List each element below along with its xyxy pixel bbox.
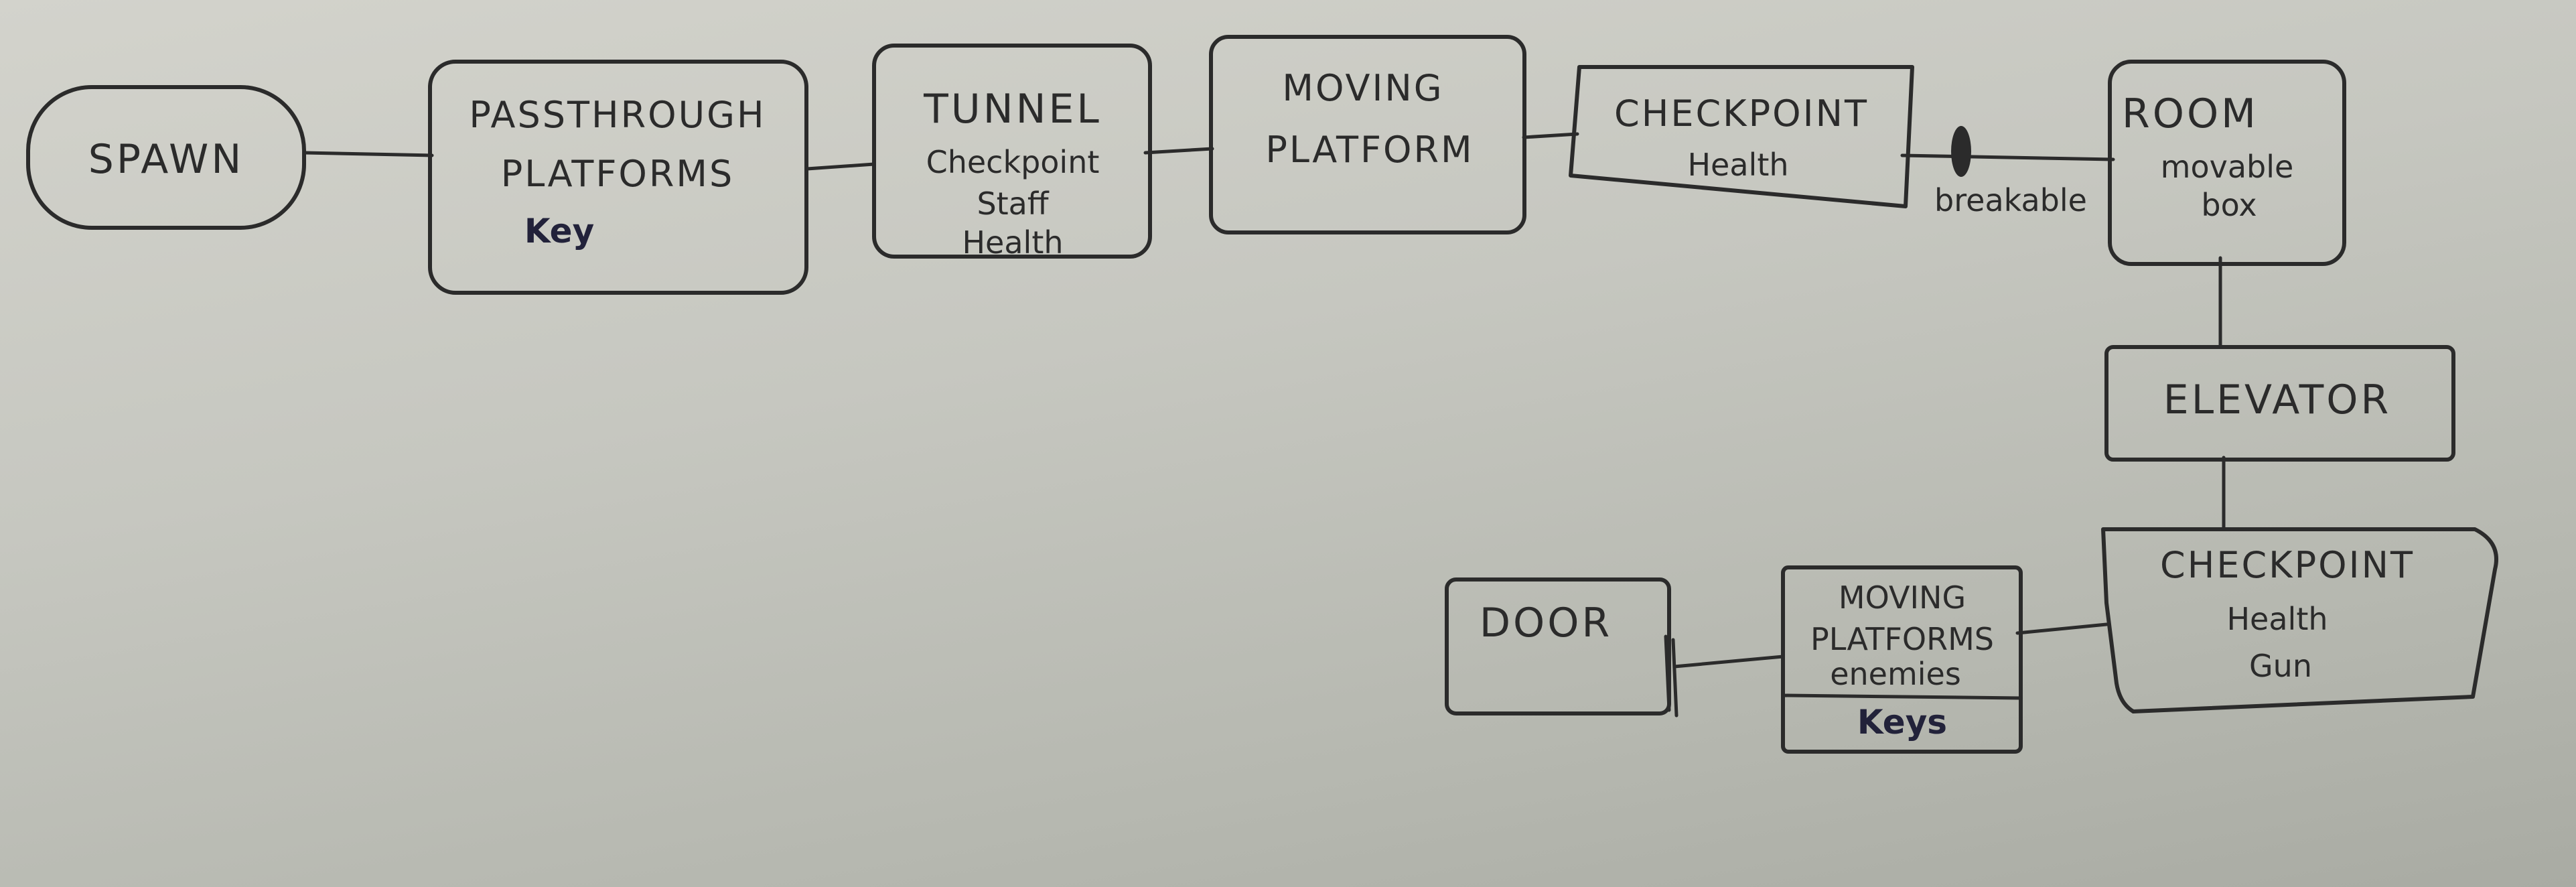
passthrough-title-line2: PLATFORMS — [501, 153, 735, 195]
checkpoint-2-item-health: Health — [2226, 601, 2328, 637]
spawn-box — [26, 85, 306, 230]
spawn-title: SPAWN — [88, 136, 244, 183]
node-tunnel: TUNNEL Checkpoint Staff Health — [872, 44, 1152, 261]
room-box — [2108, 60, 2346, 266]
passthrough-title-line1: PASSTHROUGH — [469, 94, 766, 136]
passthrough-item-key: Key — [524, 212, 594, 251]
tunnel-title: TUNNEL — [923, 86, 1102, 133]
moving-platform-title-line1: MOVING — [1282, 67, 1443, 109]
checkpoint-2-item-gun: Gun — [2249, 648, 2312, 684]
node-elevator: ELEVATOR — [2104, 345, 2455, 462]
tunnel-item-staff: Staff — [977, 186, 1049, 222]
moving-platforms-divider — [1781, 693, 2023, 700]
elevator-title: ELEVATOR — [2163, 377, 2391, 423]
edge-checkpoint-moving-platforms — [2015, 622, 2108, 635]
breakable-label: breakable — [1934, 182, 2087, 218]
room-item-movable: movable — [2161, 149, 2294, 185]
node-spawn: SPAWN — [26, 85, 306, 230]
room-title: ROOM — [2122, 90, 2259, 137]
checkpoint-1-title: CHECKPOINT — [1614, 92, 1869, 135]
edge-spawn-passthrough — [303, 151, 434, 157]
edge-checkpoint-room — [1900, 153, 2115, 161]
moving-platform-box — [1209, 35, 1526, 234]
breakable-wall-marker — [1951, 126, 1971, 177]
checkpoint-2-box — [2101, 527, 2498, 713]
node-moving-platform: MOVING PLATFORM — [1209, 35, 1526, 234]
checkpoint-1-box — [1569, 65, 1914, 208]
tunnel-item-health: Health — [962, 224, 1063, 261]
edge-tunnel-moving-platform — [1143, 147, 1214, 155]
node-checkpoint-2: CHECKPOINT Health Gun — [2101, 527, 2498, 713]
room-item-box: box — [2201, 187, 2257, 223]
edge-passthrough-tunnel — [805, 162, 876, 171]
edge-moving-platforms-door — [1672, 655, 1785, 669]
door-title: DOOR — [1480, 600, 1612, 646]
moving-platforms-box — [1781, 565, 2023, 754]
node-room: ROOM movable box — [2108, 60, 2346, 266]
passthrough-box — [428, 60, 808, 295]
moving-platforms-footer-keys: Keys — [1857, 703, 1947, 742]
node-door: DOOR — [1445, 577, 1671, 715]
checkpoint-2-title: CHECKPOINT — [2160, 544, 2415, 586]
moving-platform-title-line2: PLATFORM — [1265, 129, 1474, 171]
moving-platforms-item-enemies: enemies — [1830, 656, 1961, 692]
moving-platforms-title-line2: PLATFORMS — [1810, 621, 1994, 657]
node-passthrough-platforms: PASSTHROUGH PLATFORMS Key — [428, 60, 808, 295]
node-moving-platforms: MOVING PLATFORMS enemies Keys — [1781, 565, 2023, 754]
elevator-box — [2104, 345, 2455, 462]
edge-moving-platform-checkpoint — [1522, 132, 1579, 139]
checkpoint-1-item-health: Health — [1687, 147, 1788, 183]
tunnel-box — [872, 44, 1152, 259]
door-box — [1445, 577, 1671, 715]
tunnel-item-checkpoint: Checkpoint — [926, 144, 1100, 180]
moving-platforms-title-line1: MOVING — [1839, 579, 1966, 616]
node-checkpoint-1: CHECKPOINT Health — [1569, 65, 1914, 208]
